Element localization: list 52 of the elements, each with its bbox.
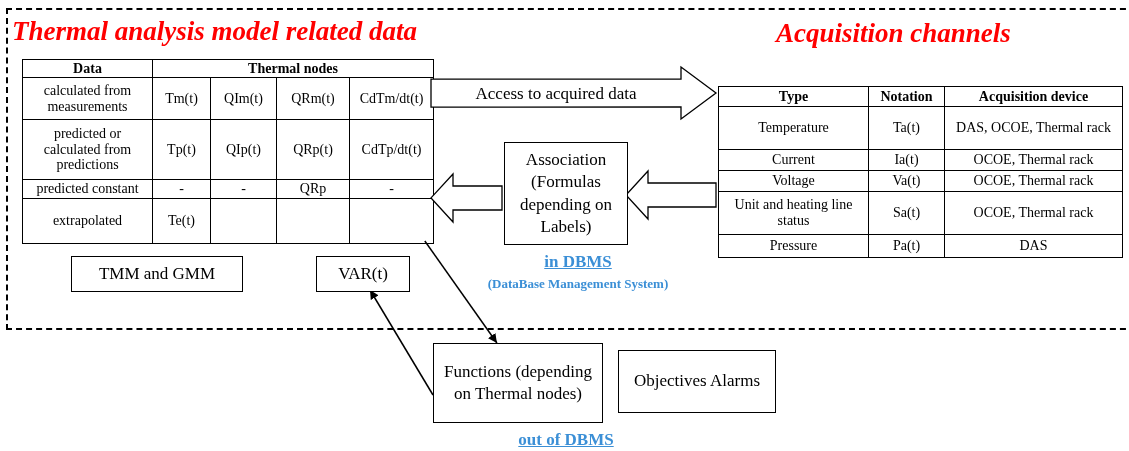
section-note: (DataBase Management System) <box>487 276 669 292</box>
header-cell: Thermal nodes <box>152 59 434 78</box>
table-cell: OCOE, Thermal rack <box>944 170 1123 192</box>
edge-label: Access to acquired data <box>475 84 637 102</box>
table-cell: Voltage <box>718 170 869 192</box>
table-cell: QIm(t) <box>210 77 277 120</box>
table-cell: Sa(t) <box>868 191 945 235</box>
section-link: in DBMS <box>544 252 612 272</box>
table-cell: Ta(t) <box>868 106 945 150</box>
table-cell: QRp <box>276 179 350 199</box>
arrow <box>424 240 498 344</box>
section-heading: Thermal analysis model related data <box>12 18 417 45</box>
table-cell: Tp(t) <box>152 119 211 180</box>
table-cell: - <box>210 179 277 199</box>
table-cell: OCOE, Thermal rack <box>944 149 1123 171</box>
table-cell: QIp(t) <box>210 119 277 180</box>
table-cell: DAS <box>944 234 1123 258</box>
text-box: Association (Formulas depending on Labels) <box>504 142 628 245</box>
table-cell: Temperature <box>718 106 869 150</box>
table-cell: calculated from measurements <box>22 77 153 120</box>
table-cell: predicted constant <box>22 179 153 199</box>
table-cell: Pa(t) <box>868 234 945 258</box>
table-cell: - <box>152 179 211 199</box>
table-cell: DAS, OCOE, Thermal rack <box>944 106 1123 150</box>
arrow <box>369 289 434 396</box>
text-box: TMM and GMM <box>71 256 243 292</box>
text-box: VAR(t) <box>316 256 410 292</box>
table-cell: predicted or calculated from predictions <box>22 119 153 180</box>
table-cell: Ia(t) <box>868 149 945 171</box>
header-cell: Notation <box>868 86 945 107</box>
header-cell: Acquisition device <box>944 86 1123 107</box>
table-cell: Tm(t) <box>152 77 211 120</box>
header-cell: Data <box>22 59 153 78</box>
table-cell: Current <box>718 149 869 171</box>
table-cell: OCOE, Thermal rack <box>944 191 1123 235</box>
block-arrow <box>625 169 717 221</box>
text-box: Functions (depending on Thermal nodes) <box>433 343 603 423</box>
text-box: Objectives Alarms <box>618 350 776 413</box>
data-table <box>22 59 433 243</box>
data-table <box>718 86 1122 257</box>
table-cell: QRm(t) <box>276 77 350 120</box>
table-cell: Unit and heating line status <box>718 191 869 235</box>
table-cell: Va(t) <box>868 170 945 192</box>
table-cell: CdTp/dt(t) <box>349 119 434 180</box>
table-cell: Pressure <box>718 234 869 258</box>
header-cell: Type <box>718 86 869 107</box>
section-heading: Acquisition channels <box>776 20 1011 47</box>
table-cell: extrapolated <box>22 198 153 244</box>
table-cell: Te(t) <box>152 198 211 244</box>
table-cell: QRp(t) <box>276 119 350 180</box>
section-link: out of DBMS <box>518 430 614 450</box>
block-arrow <box>430 172 503 224</box>
